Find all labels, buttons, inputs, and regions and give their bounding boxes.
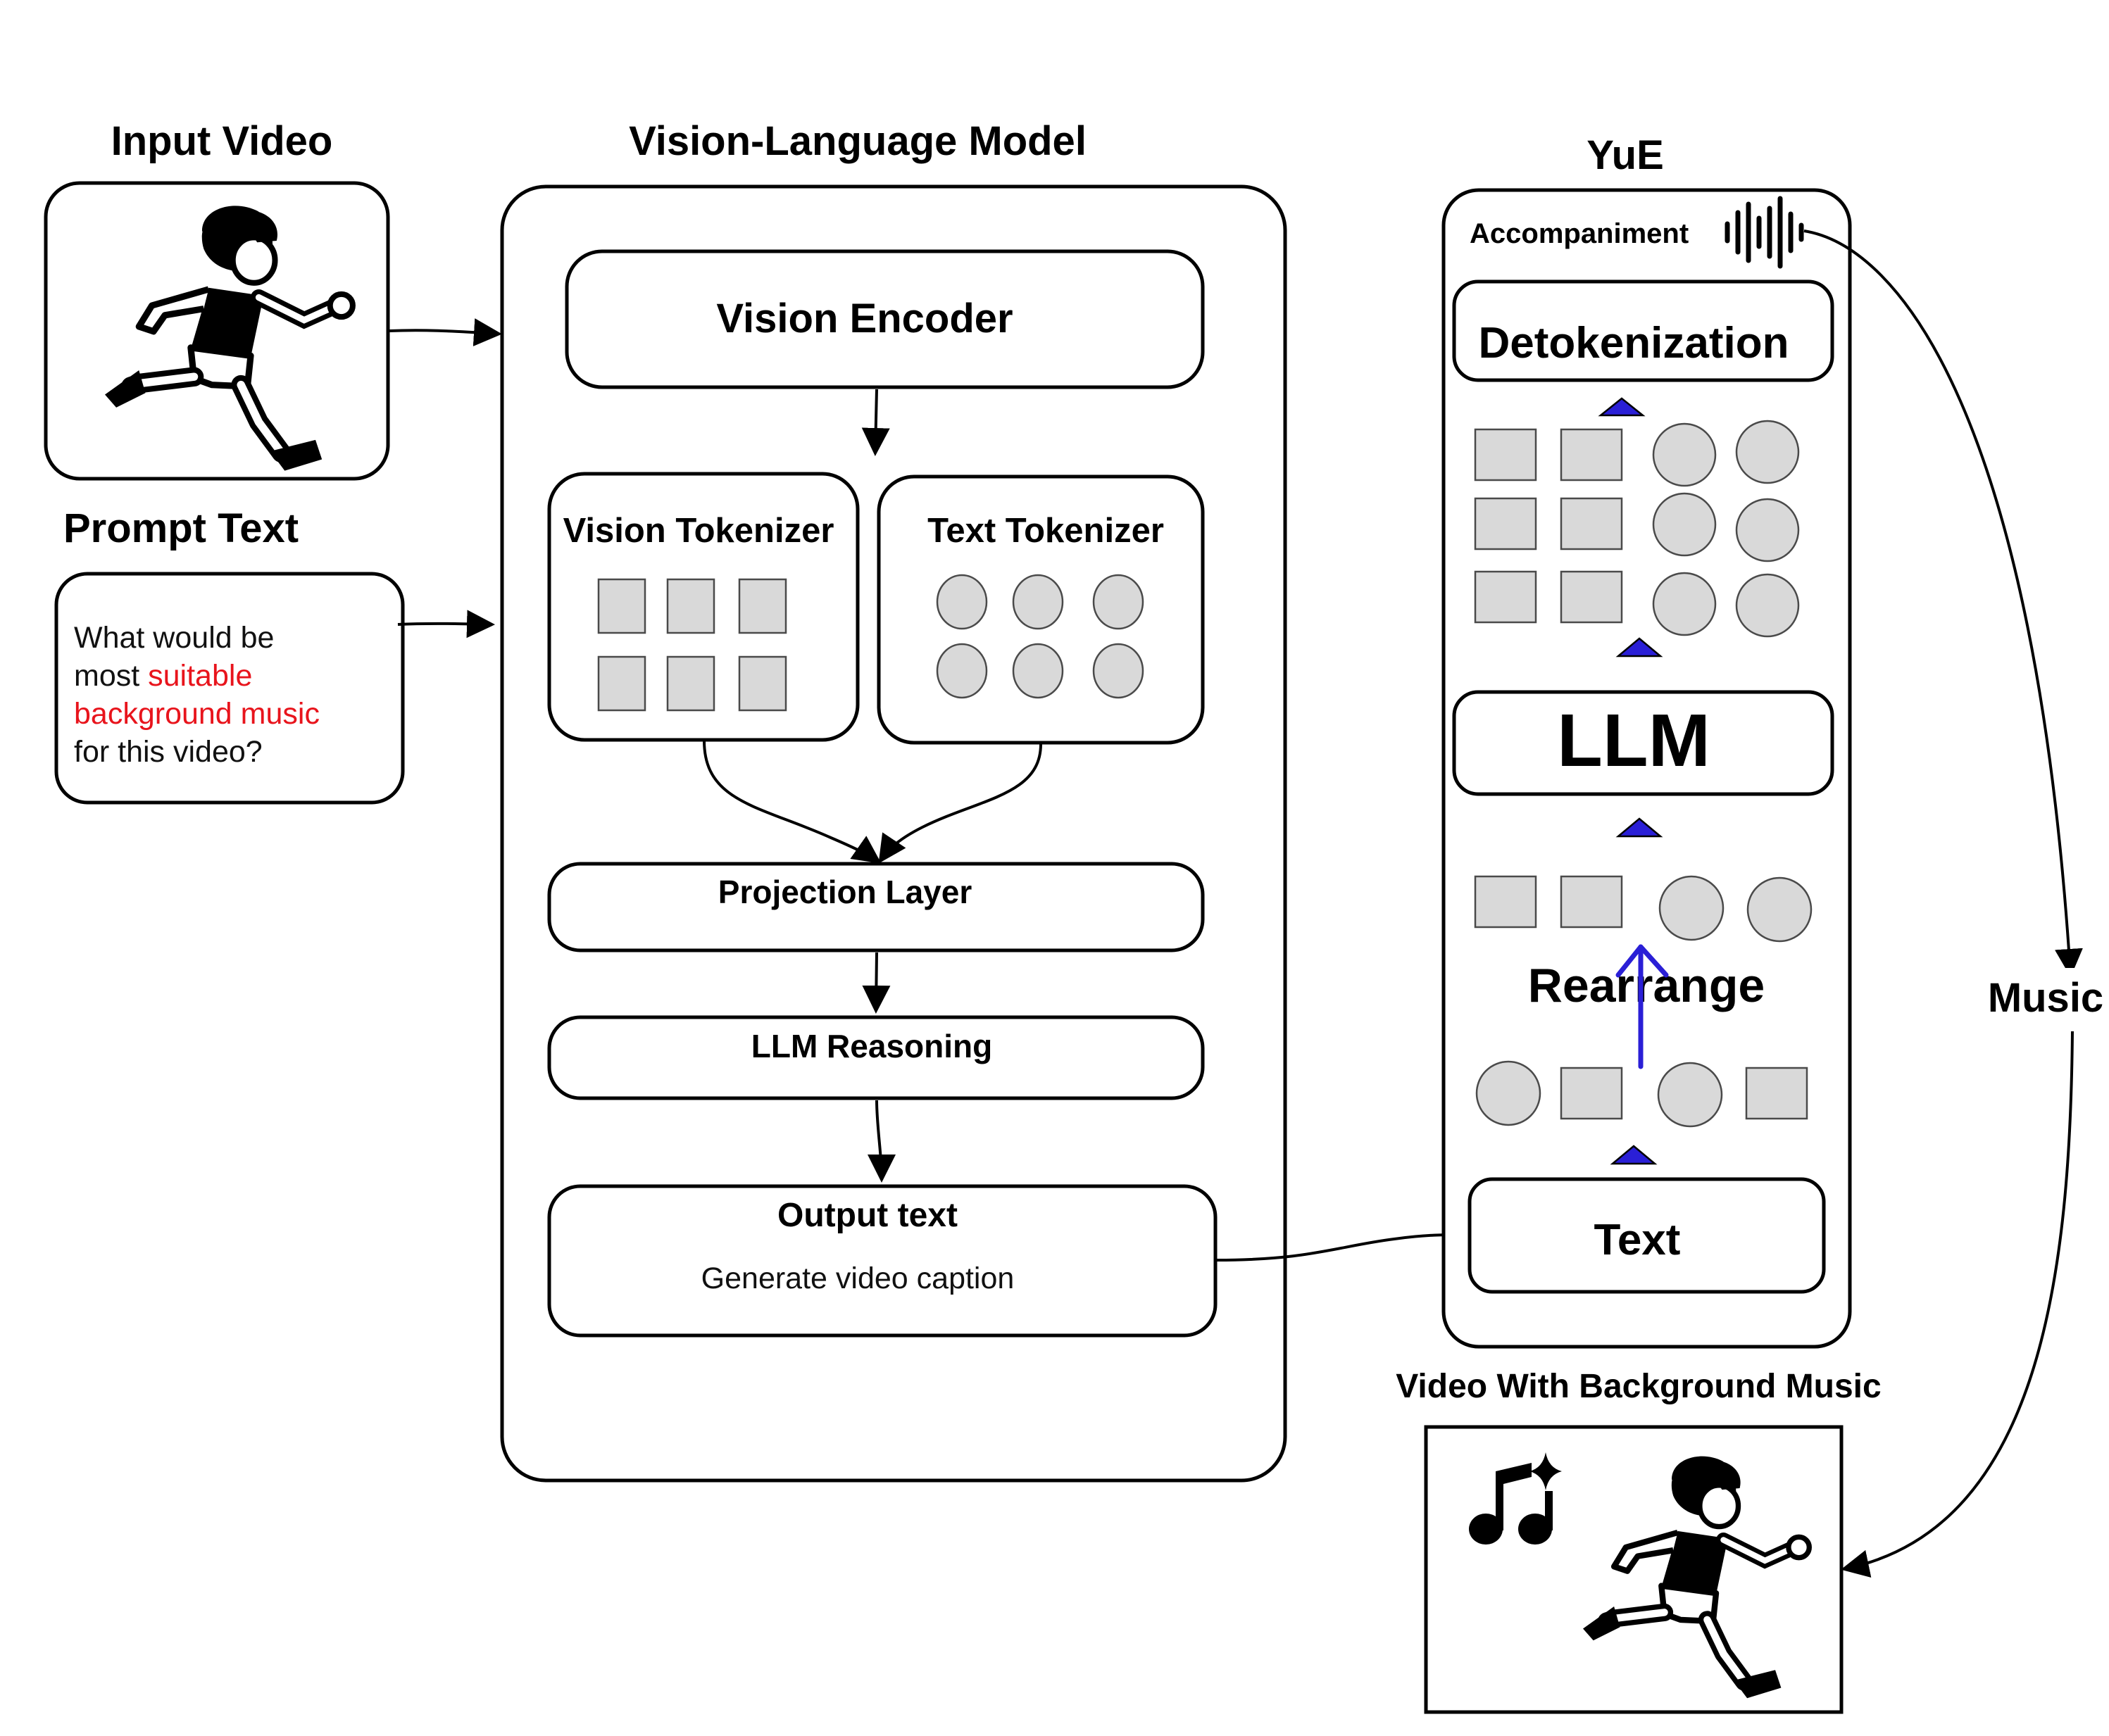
vision-encoder-label: Vision Encoder (716, 296, 1013, 341)
prompt-line-2: most suitable (74, 659, 252, 693)
audio-token-square (1560, 497, 1623, 551)
flow-up-triangle (1615, 637, 1663, 658)
prompt-line-3: background music (74, 697, 320, 731)
vision-tokens-merge-arrow (703, 740, 882, 864)
audio-token-square (1560, 428, 1623, 482)
detokenization-box (1452, 279, 1834, 382)
flow-up-triangle (1615, 817, 1663, 838)
music-curve-top-arrow (1803, 229, 2083, 977)
flow-up-triangle (1598, 397, 1646, 417)
text-token-grid (936, 574, 1144, 699)
vision-token (597, 578, 646, 634)
rearrange-up-arrow (1615, 944, 1669, 1069)
music-label: Music (1988, 975, 2103, 1021)
interleaved-token-square (1745, 1067, 1808, 1120)
music-curve-bottom-arrow (1841, 1031, 2074, 1578)
audio-token-circle (1652, 422, 1717, 487)
yue-title: YuE (1587, 132, 1664, 178)
audio-waveform-icon (1725, 196, 1804, 269)
llm-reasoning-label: LLM Reasoning (751, 1028, 992, 1064)
accompaniment-label: Accompaniment (1470, 218, 1689, 249)
audio-token-grid (1474, 420, 1800, 638)
rearranged-token-square (1474, 875, 1537, 929)
text-token (1012, 643, 1064, 699)
prompt-line-4: for this video? (74, 735, 263, 769)
flow-up-triangle (1610, 1145, 1658, 1165)
audio-token-square (1474, 428, 1537, 482)
audio-token-circle (1652, 572, 1717, 636)
audio-token-circle (1735, 498, 1800, 562)
text-token (1012, 574, 1064, 630)
prompt-text-title: Prompt Text (63, 505, 299, 551)
vision-token (738, 578, 787, 634)
projection-layer-label: Projection Layer (718, 874, 972, 910)
vision-token-grid (597, 578, 787, 712)
encoder-to-tokenizers-arrow (861, 389, 890, 456)
rearranged-token-square (1560, 875, 1623, 929)
vision-tokenizer-label: Vision Tokenizer (563, 512, 834, 550)
vision-token (738, 655, 787, 712)
output-video-title: Video With Background Music (1396, 1368, 1881, 1405)
llm-reasoning-box (547, 1015, 1205, 1100)
music-label-backdrop (1972, 968, 2109, 1031)
text-tokens-merge-arrow (878, 743, 1042, 864)
audio-token-circle (1735, 420, 1800, 484)
rearrange-label: Rearrange (1528, 959, 1765, 1012)
text-tokenizer-label: Text Tokenizer (927, 512, 1164, 550)
llm-to-output-arrow (867, 1100, 896, 1183)
input-video-title: Input Video (111, 118, 333, 164)
interleaved-token-square (1560, 1067, 1623, 1120)
projection-to-llm-arrow (862, 952, 891, 1014)
video-to-vlm-arrow (389, 318, 502, 346)
projection-layer-box (547, 862, 1205, 952)
yue-text-box (1467, 1177, 1826, 1294)
audio-token-square (1474, 570, 1537, 624)
vision-token (666, 578, 715, 634)
prompt-text-box (54, 572, 405, 805)
vision-encoder-box (565, 249, 1205, 389)
audio-token-square (1474, 497, 1537, 551)
text-token (1092, 643, 1144, 699)
vision-token (666, 655, 715, 712)
output-text-box (547, 1184, 1218, 1338)
text-token (936, 574, 988, 630)
yue-text-label: Text (1594, 1216, 1681, 1264)
audio-token-circle (1735, 573, 1800, 638)
interleaved-token-circle (1475, 1060, 1541, 1126)
detokenization-label: Detokenization (1479, 319, 1789, 367)
interleaved-token-circle (1657, 1062, 1723, 1128)
music-notes-icon (1469, 1463, 1553, 1545)
output-text-caption: Generate video caption (701, 1262, 1015, 1295)
interleaved-token-row (1475, 1060, 1808, 1128)
prompt-line-1: What would be (74, 621, 274, 655)
yue-llm-label: LLM (1557, 699, 1710, 782)
audio-token-square (1560, 570, 1623, 624)
text-token (936, 643, 988, 699)
rearranged-token-circle (1658, 875, 1725, 941)
output-text-title: Output text (777, 1197, 958, 1234)
sparkle-icon (1529, 1452, 1562, 1490)
rearranged-token-row (1474, 875, 1813, 943)
output-video-panel (1424, 1425, 1844, 1714)
audio-token-circle (1652, 492, 1717, 557)
vlm-title: Vision-Language Model (629, 118, 1087, 164)
text-token (1092, 574, 1144, 630)
vision-token (597, 655, 646, 712)
rearranged-token-circle (1746, 876, 1813, 943)
yue-llm-box (1452, 690, 1834, 796)
